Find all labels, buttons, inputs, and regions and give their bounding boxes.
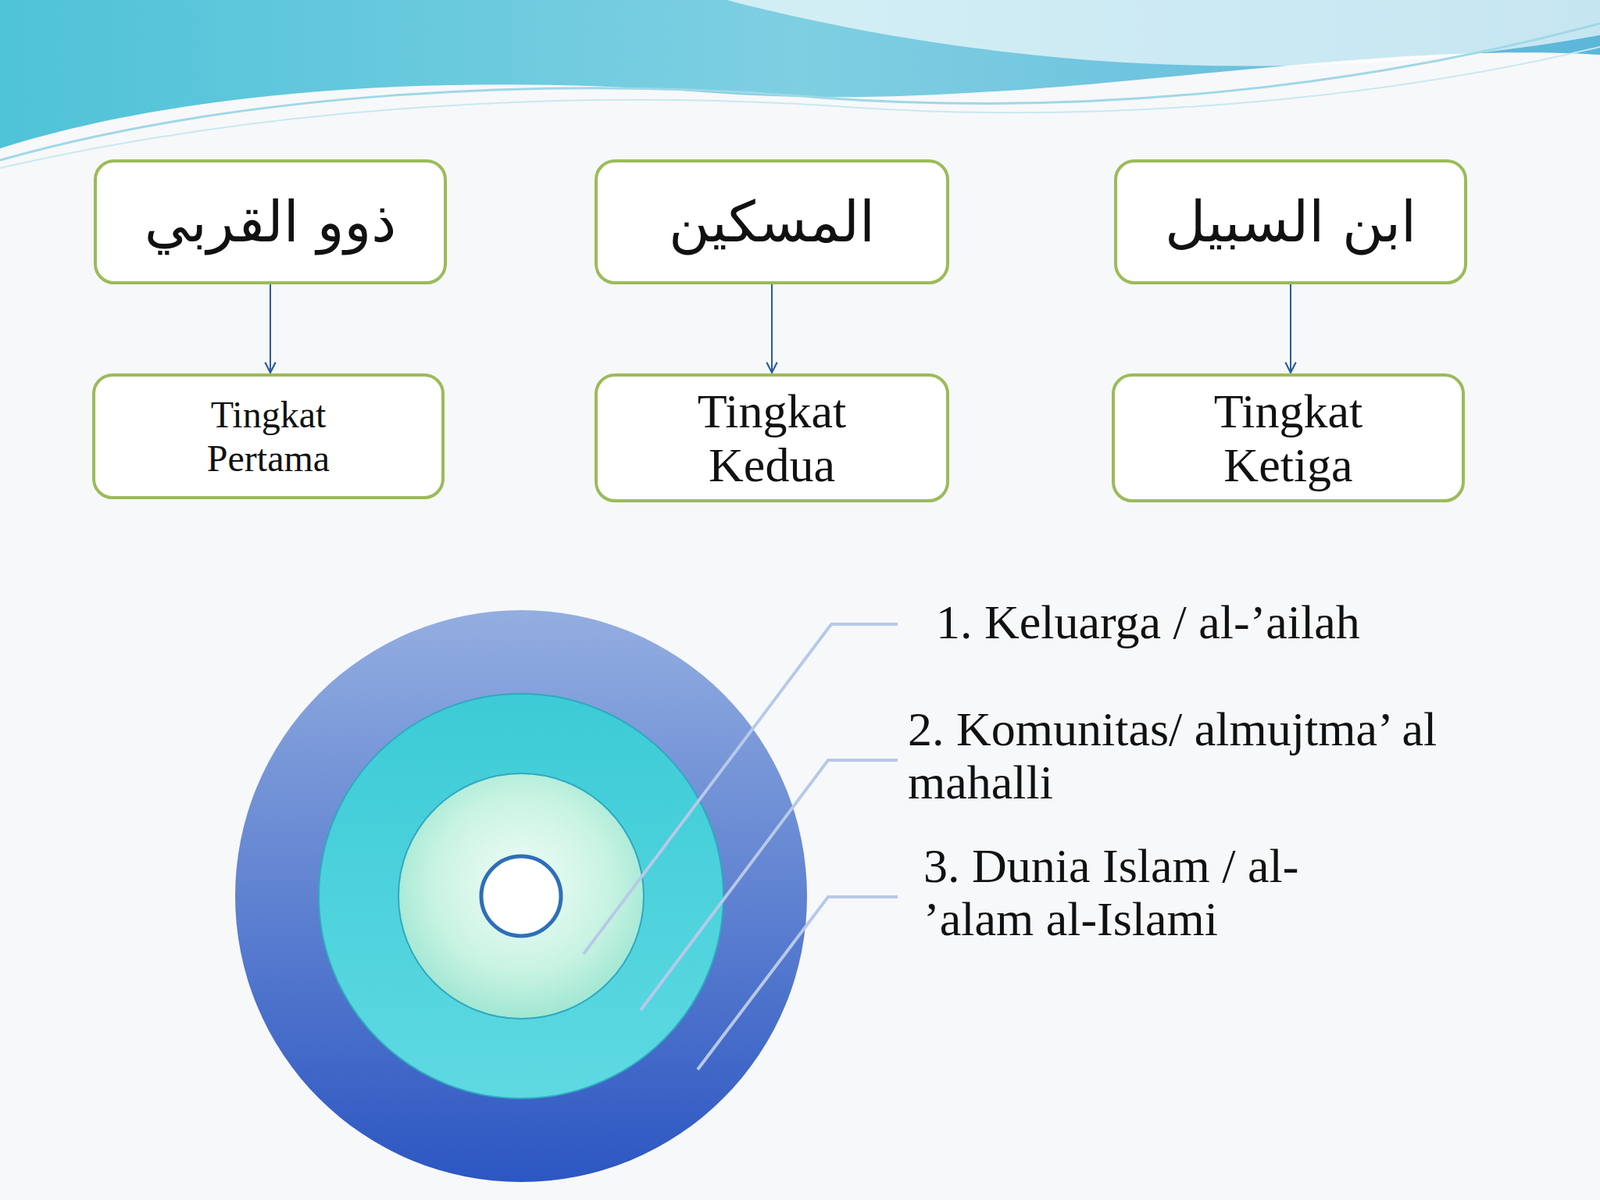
circle-label: 3. Dunia Islam / al- ’alam al-Islami [923,839,1408,946]
node-text: ذوو القربي [144,188,397,256]
node-text: Tingkat Ketiga [1159,384,1418,491]
wave-line [0,23,1600,161]
arrow-connector [1289,284,1292,373]
middle-circle [318,693,724,1099]
level-box: Tingkat Kedua [594,373,950,503]
category-box: ابن السبيل [1114,159,1468,285]
category-box: ذوو القربي [93,159,447,285]
outer-circle [235,610,808,1183]
level-box: Tingkat Pertama [92,373,445,500]
concentric-circles [235,610,808,1183]
center-circle [481,856,561,936]
circle-label: 1. Keluarga / al-’ailah [935,595,1530,649]
node-text: Tingkat Pertama [151,392,386,479]
wave-highlight [726,0,1600,67]
level-box: Tingkat Ketiga [1111,373,1465,503]
leader-lines [583,624,898,1070]
node-text: ابن السبيل [1164,188,1417,256]
arrow-connector [771,284,773,373]
arrow-connector [269,284,272,373]
node-text: Tingkat Kedua [642,384,901,491]
node-text: المسكين [668,188,875,256]
leader-line [697,896,898,1070]
wave-line [0,46,1600,168]
header-wave [0,0,1600,168]
circle-label: 2. Komunitas/ almujtma’ al mahalli [907,702,1455,809]
leader-line [583,624,898,954]
category-box: المسكين [594,159,950,285]
inner-circle [398,773,644,1019]
